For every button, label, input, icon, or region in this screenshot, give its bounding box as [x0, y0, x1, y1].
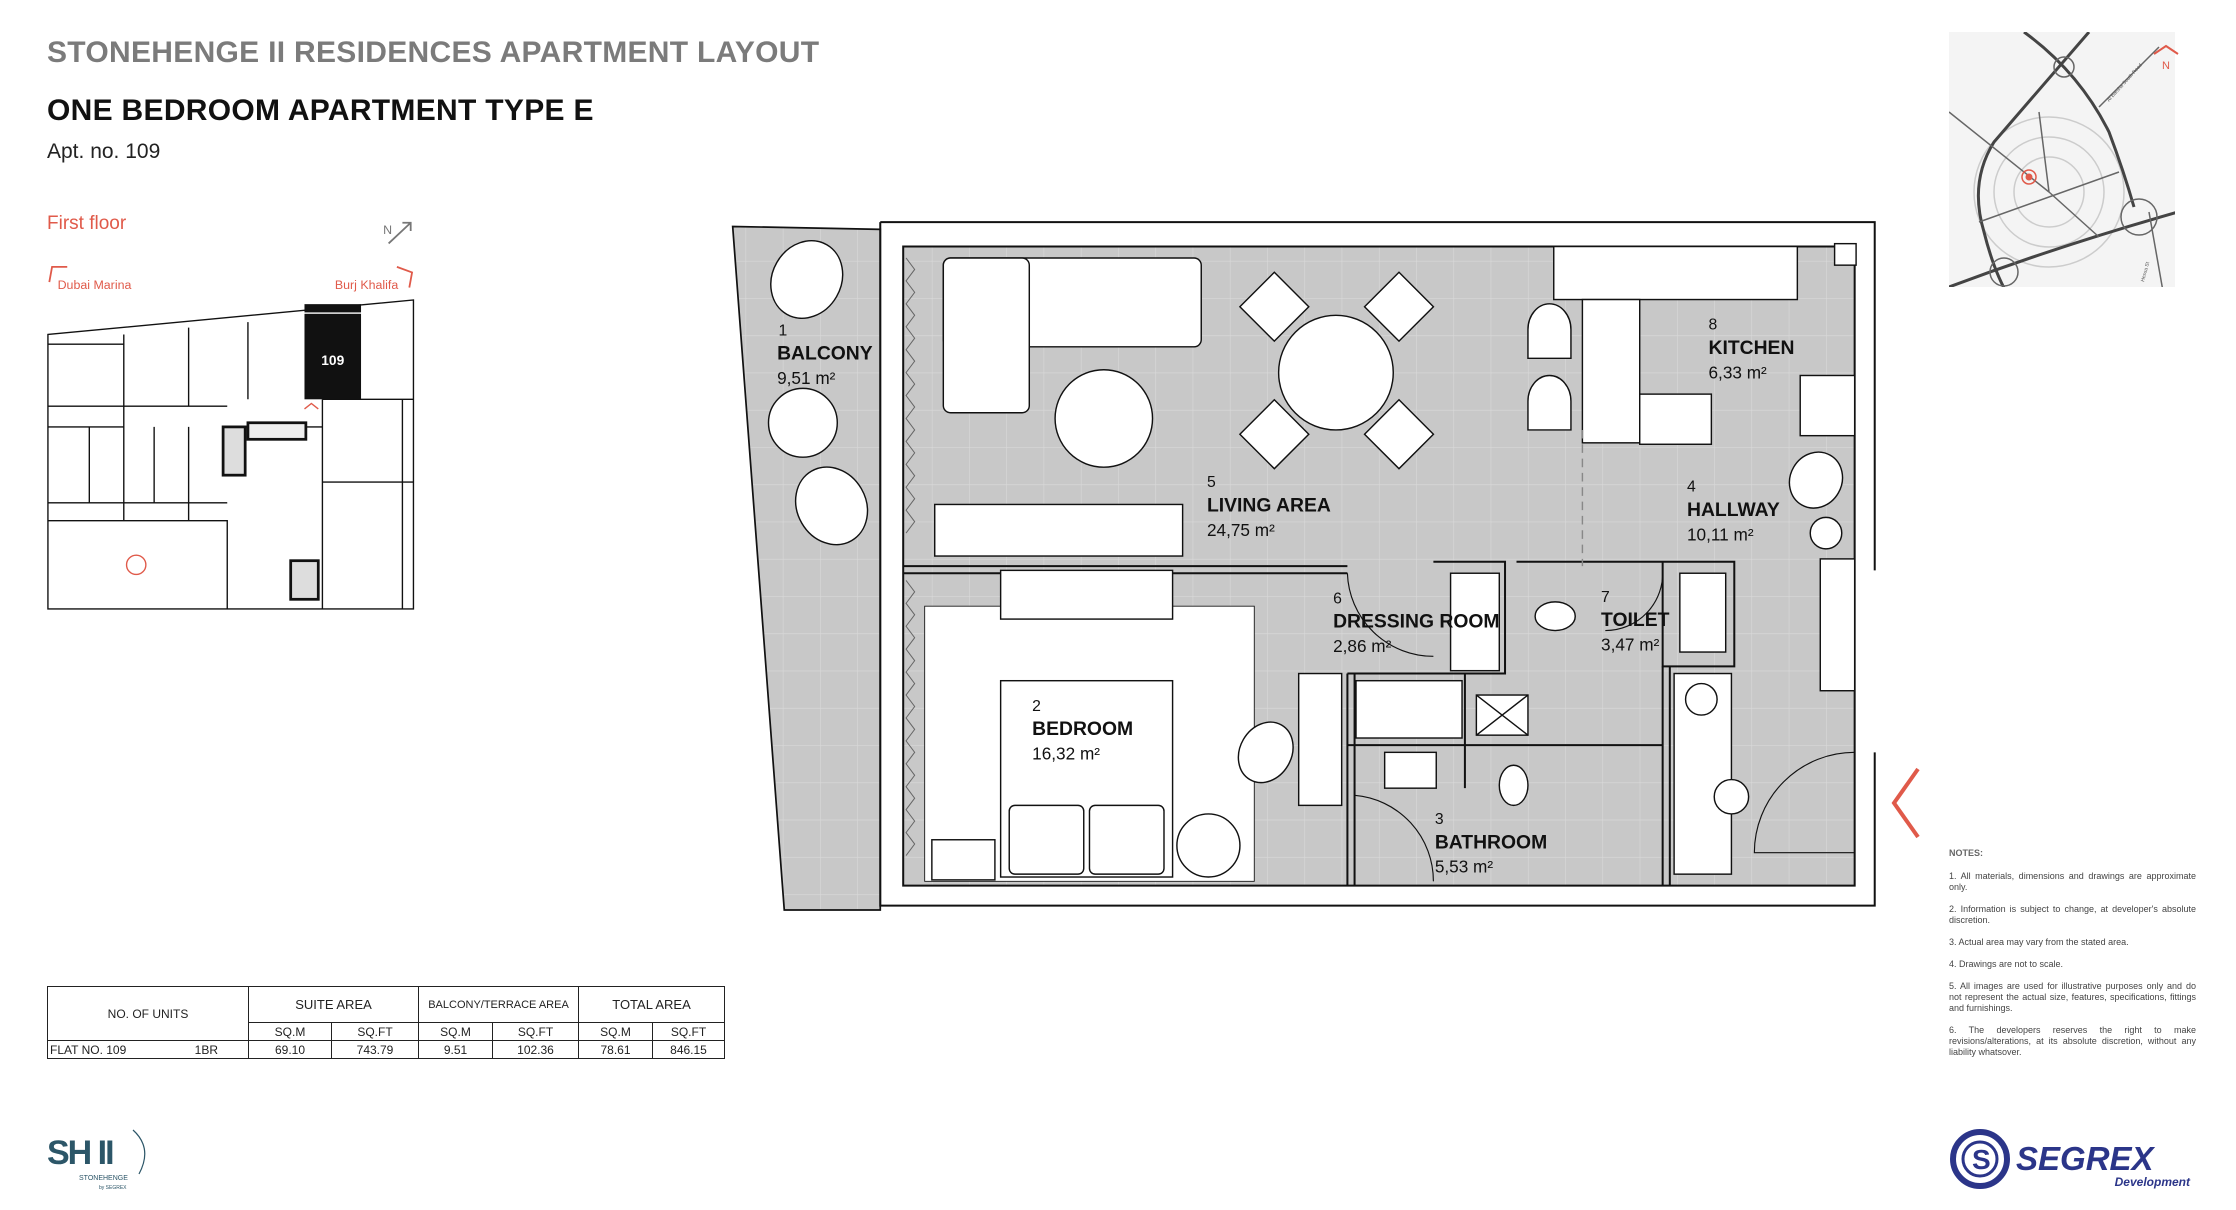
svg-text:9,51 m²: 9,51 m² [777, 368, 836, 388]
svg-text:7: 7 [1601, 589, 1610, 606]
svg-text:10,11 m²: 10,11 m² [1687, 524, 1754, 544]
tree-icon [125, 554, 147, 576]
wardrobe [999, 569, 1174, 620]
svg-text:6,33 m²: 6,33 m² [1709, 362, 1768, 382]
direction-markers [48, 221, 414, 288]
note-item: 5. All images are used for illustrative … [1949, 981, 2196, 1013]
svg-text:2: 2 [1032, 698, 1041, 715]
sqft-header: SQ.FT [331, 1022, 419, 1041]
coffee-table [1054, 369, 1154, 468]
svg-text:BEDROOM: BEDROOM [1032, 718, 1133, 740]
unit-title: ONE BEDROOM APARTMENT TYPE E [47, 94, 594, 127]
dubai-marina-label: Dubai Marina [58, 278, 132, 292]
floor-label: First floor [47, 213, 127, 234]
svg-text:HALLWAY: HALLWAY [1687, 499, 1780, 521]
svg-text:3,47 m²: 3,47 m² [1601, 635, 1660, 655]
segrex-logo: S SEGREX Development [1950, 1129, 2191, 1189]
unit-109-label: 109 [321, 353, 344, 368]
svg-text:LIVING AREA: LIVING AREA [1207, 495, 1331, 517]
tv-console [934, 503, 1184, 557]
sqft-header: SQ.FT [492, 1022, 579, 1041]
note-item: 6. The developers reserves the right to … [1949, 1025, 2196, 1057]
svg-text:SH II: SH II [47, 1134, 113, 1172]
sqm-header: SQ.M [248, 1022, 332, 1041]
total-sqft: 846.15 [652, 1040, 725, 1059]
table-row: FLAT NO. 109 1BR 69.10 743.79 9.51 102.36… [47, 1040, 725, 1059]
apartment-number: Apt. no. 109 [47, 140, 161, 163]
door-swings [1346, 570, 1855, 882]
notes: NOTES: 1. All materials, dimensions and … [1949, 848, 2196, 1069]
balcony-sqft: 102.36 [492, 1040, 579, 1059]
entrance-chevron-icon [1891, 767, 1920, 839]
note-item: 2. Information is subject to change, at … [1949, 904, 2196, 925]
road-label: Hessa St [2140, 261, 2151, 283]
svg-text:Development: Development [2115, 1175, 2191, 1189]
svg-text:STONEHENGE: STONEHENGE [79, 1175, 128, 1182]
balcony-chair [770, 239, 844, 319]
svg-text:4: 4 [1687, 479, 1696, 496]
unit-109-highlight[interactable] [304, 313, 362, 400]
svg-text:5,53 m²: 5,53 m² [1435, 857, 1494, 877]
flat-cell: FLAT NO. 109 1BR [47, 1040, 249, 1059]
total-sqm: 78.61 [578, 1040, 653, 1059]
svg-text:24,75 m²: 24,75 m² [1207, 520, 1275, 540]
balcony-area [731, 225, 882, 911]
location-pin-icon [2021, 169, 2037, 185]
walls [879, 221, 1876, 907]
svg-text:by SEGREX: by SEGREX [99, 1185, 127, 1191]
balcony-table [767, 387, 838, 458]
svg-text:BATHROOM: BATHROOM [1435, 831, 1547, 853]
sqm-header: SQ.M [578, 1022, 653, 1041]
note-item: 1. All materials, dimensions and drawing… [1949, 871, 2196, 892]
key-plan: N Dubai Marina Burj Khalifa 109 [47, 221, 415, 610]
area-table: NO. OF UNITS SUITE AREA BALCONY/TERRACE … [47, 986, 725, 1059]
north-label: N [383, 223, 392, 237]
suite-area-header: SUITE AREA [248, 986, 419, 1023]
svg-text:TOILET: TOILET [1601, 609, 1670, 631]
suite-sqm: 69.10 [248, 1040, 332, 1059]
balcony-area-header: BALCONY/TERRACE AREA [418, 986, 579, 1023]
sqm-header: SQ.M [418, 1022, 493, 1041]
burj-khalifa-label: Burj Khalifa [335, 278, 399, 292]
svg-text:5: 5 [1207, 474, 1216, 491]
stonehenge-logo: SH II STONEHENGE by SEGREX [47, 1129, 146, 1191]
svg-text:16,32 m²: 16,32 m² [1032, 744, 1100, 764]
curtain [905, 257, 916, 856]
svg-text:3: 3 [1435, 811, 1444, 828]
svg-text:BALCONY: BALCONY [777, 343, 873, 365]
svg-text:DRESSING ROOM: DRESSING ROOM [1333, 611, 1499, 633]
flat-number: FLAT NO. 109 [50, 1042, 127, 1057]
flat-type: 1BR [194, 1042, 218, 1057]
svg-text:2,86 m²: 2,86 m² [1333, 636, 1392, 656]
total-area-header: TOTAL AREA [578, 986, 725, 1023]
svg-text:SEGREX: SEGREX [2016, 1140, 2156, 1177]
svg-text:KITCHEN: KITCHEN [1709, 337, 1795, 359]
balcony-sqm: 9.51 [418, 1040, 493, 1059]
svg-text:6: 6 [1333, 590, 1342, 607]
project-title: STONEHENGE II RESIDENCES APARTMENT LAYOU… [47, 36, 820, 69]
suite-sqft: 743.79 [331, 1040, 419, 1059]
sqft-header: SQ.FT [652, 1022, 725, 1041]
units-header: NO. OF UNITS [47, 986, 249, 1041]
dining-table [1277, 314, 1394, 431]
map-north-label: N [2162, 60, 2170, 72]
location-map: N Al Barsha South Road Hessa St [1949, 32, 2196, 297]
furniture [767, 239, 1857, 881]
notes-title: NOTES: [1949, 848, 1984, 858]
note-item: 3. Actual area may vary from the stated … [1949, 937, 2129, 947]
svg-text:1: 1 [779, 322, 788, 339]
note-item: 4. Drawings are not to scale. [1949, 959, 2064, 969]
svg-text:S: S [1972, 1144, 1991, 1175]
svg-text:8: 8 [1709, 317, 1718, 334]
